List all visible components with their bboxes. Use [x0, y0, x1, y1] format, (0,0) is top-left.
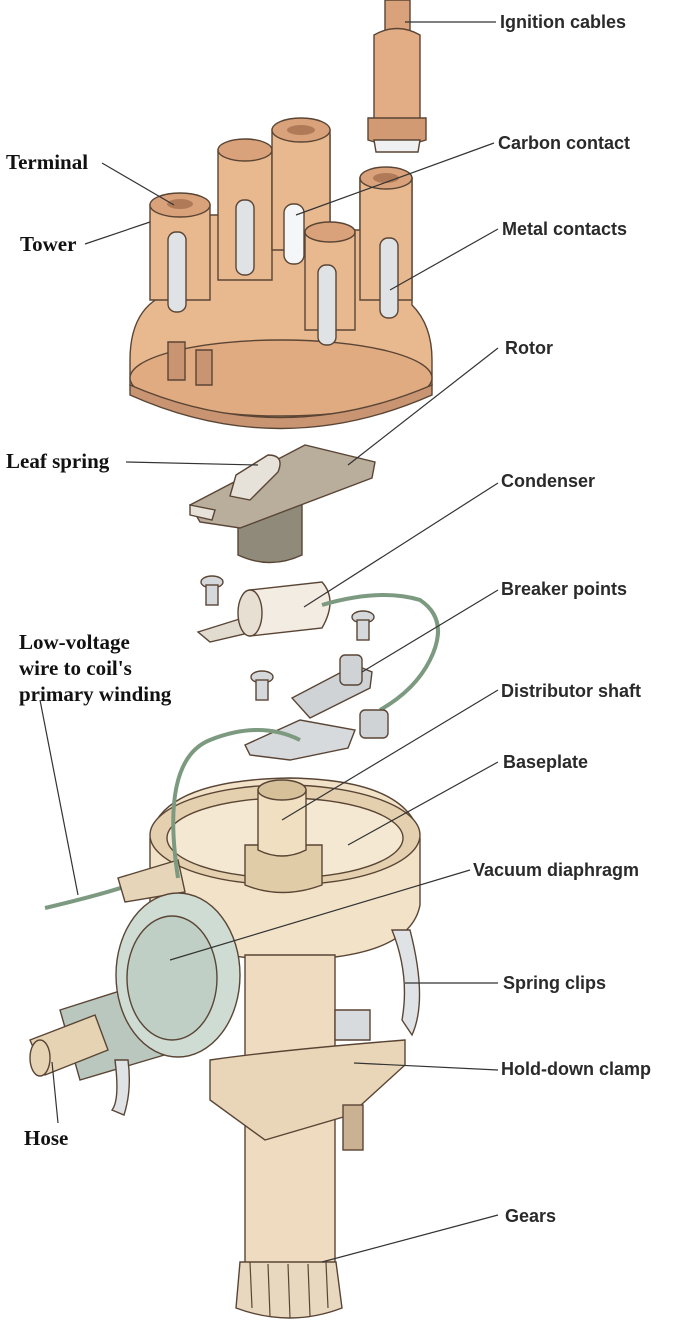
label-metal-contacts: Metal contacts: [502, 219, 627, 239]
label-baseplate: Baseplate: [503, 752, 588, 772]
label-spring-clips: Spring clips: [503, 973, 606, 993]
condenser-illustration: [196, 581, 440, 712]
vacuum-diaphragm-illustration: [29, 892, 241, 1081]
label-low-voltage-line-3: primary winding: [19, 682, 172, 706]
label-ignition-cables: Ignition cables: [500, 12, 626, 32]
label-vacuum-diaphragm: Vacuum diaphragm: [473, 860, 639, 880]
label-tower: Tower: [20, 232, 76, 256]
distributor-housing-illustration: [44, 728, 421, 961]
label-hose: Hose: [24, 1126, 68, 1150]
shaft-body-illustration: [209, 954, 406, 1299]
distributor-cap-illustration: [129, 117, 433, 430]
rotor-illustration: [189, 444, 376, 564]
label-gears: Gears: [505, 1206, 556, 1226]
label-breaker-points: Breaker points: [501, 579, 627, 599]
label-terminal: Terminal: [6, 150, 88, 174]
gears-illustration: [235, 1261, 343, 1319]
label-condenser: Condenser: [501, 471, 595, 491]
label-leaf-spring: Leaf spring: [6, 449, 110, 473]
leader-lines: [39, 21, 499, 1263]
breaker-points-illustration: [244, 654, 389, 761]
label-hold-down-clamp: Hold-down clamp: [501, 1059, 651, 1079]
label-rotor: Rotor: [505, 338, 553, 358]
screws-illustration: [200, 575, 375, 701]
ignition-cable-illustration: [367, 0, 427, 153]
label-carbon-contact: Carbon contact: [498, 133, 630, 153]
label-low-voltage-line-1: Low-voltage: [19, 630, 130, 654]
label-distributor-shaft: Distributor shaft: [501, 681, 641, 701]
label-low-voltage-line-2: wire to coil's: [19, 656, 132, 680]
